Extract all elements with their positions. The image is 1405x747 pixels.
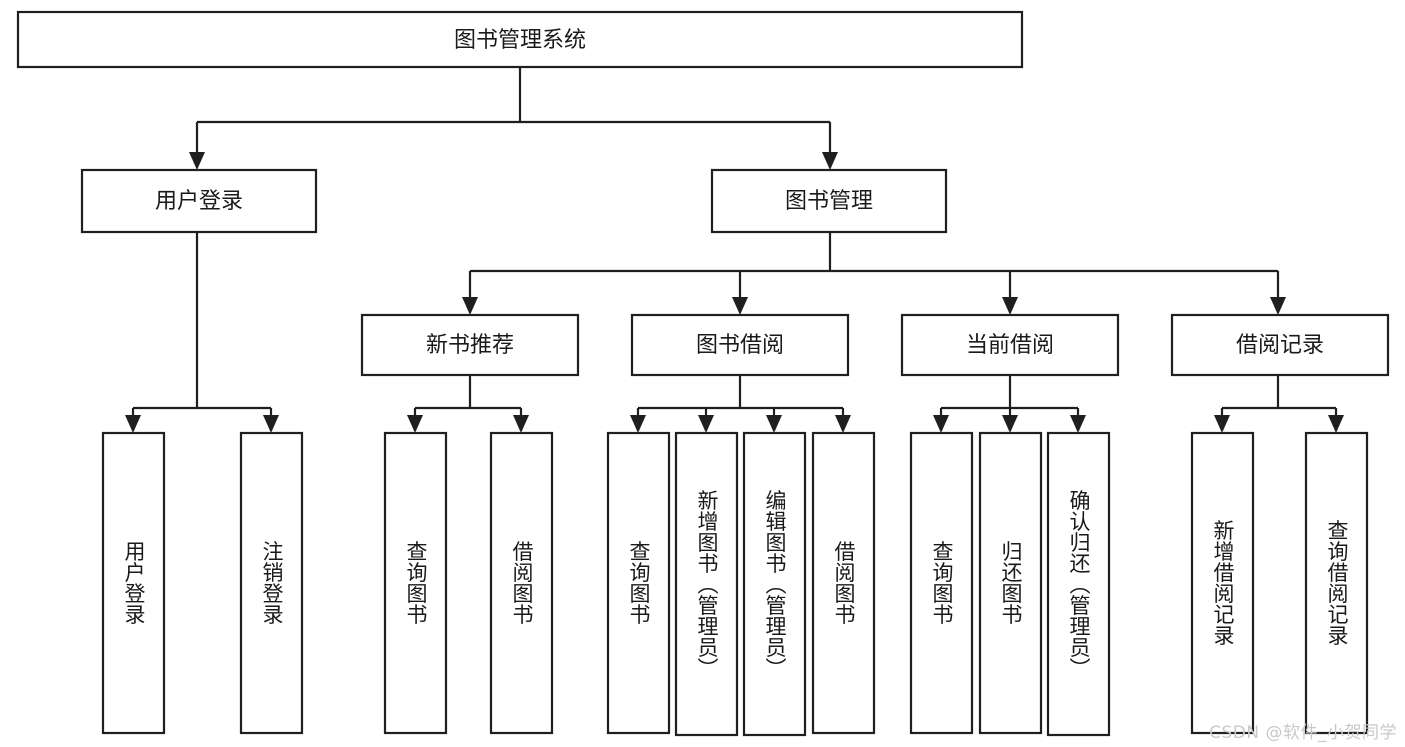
leaf-borrow-book-1[interactable]: 借阅图书: [489, 431, 554, 735]
node-book-borrow-label: 图书借阅: [696, 333, 784, 358]
leaf-add-book[interactable]: 新增图书（管理员）: [674, 431, 739, 737]
leaf-query-book-1-box[interactable]: [383, 431, 448, 735]
arrowhead-borrow-record: [1270, 297, 1286, 315]
node-new-book-recommend-box[interactable]: [360, 313, 580, 377]
arrowhead-leaf-add-record: [1214, 415, 1230, 433]
leaf-query-book-2-label: 查询图书: [627, 541, 651, 625]
node-current-borrow-label: 当前借阅: [966, 333, 1054, 358]
arrowhead-leaf-borrow-book-1: [513, 415, 529, 433]
arrowhead-current-borrow: [1002, 297, 1018, 315]
arrowhead-leaf-return-book: [1002, 415, 1018, 433]
leaf-user-login[interactable]: 用户登录: [101, 431, 166, 735]
leaf-add-record[interactable]: 新增借阅记录: [1190, 431, 1255, 735]
leaf-return-book[interactable]: 归还图书: [978, 431, 1043, 735]
arrowhead-leaf-logout: [263, 415, 279, 433]
leaf-query-book-1[interactable]: 查询图书: [383, 431, 448, 735]
leaf-query-book-2[interactable]: 查询图书: [606, 431, 671, 735]
leaf-logout[interactable]: 注销登录: [239, 431, 304, 735]
arrowhead-leaf-query-book-2: [630, 415, 646, 433]
node-book-management-label: 图书管理: [785, 189, 873, 214]
leaf-confirm-return-box[interactable]: [1046, 431, 1111, 737]
arrowhead-new-book: [462, 297, 478, 315]
leaf-logout-label: 注销登录: [260, 541, 284, 625]
arrowhead-leaf-query-book-3: [933, 415, 949, 433]
node-borrow-record-box[interactable]: [1170, 313, 1390, 377]
node-borrow-record[interactable]: 借阅记录: [1170, 313, 1390, 377]
connectors-book-borrow-to-leaves: [630, 375, 851, 433]
leaf-query-book-3-box[interactable]: [909, 431, 974, 735]
leaf-edit-book[interactable]: 编辑图书（管理员）: [742, 431, 807, 737]
node-root-system-box[interactable]: [16, 10, 1024, 69]
node-borrow-record-label: 借阅记录: [1236, 333, 1324, 358]
leaf-borrow-book-1-label: 借阅图书: [510, 541, 534, 625]
connectors-borrow-record-to-leaves: [1214, 375, 1344, 433]
node-user-login[interactable]: 用户登录: [80, 168, 318, 234]
leaf-query-record-box[interactable]: [1304, 431, 1369, 735]
leaf-query-record[interactable]: 查询借阅记录: [1304, 431, 1369, 735]
arrowhead-leaf-edit-book: [766, 415, 782, 433]
leaf-query-book-1-label: 查询图书: [404, 541, 428, 625]
arrowhead-user-login: [189, 152, 205, 170]
leaf-user-login-label: 用户登录: [122, 541, 146, 625]
leaf-borrow-book-2-label: 借阅图书: [832, 541, 856, 625]
leaf-add-record-box[interactable]: [1190, 431, 1255, 735]
leaf-add-record-label: 新增借阅记录: [1211, 520, 1235, 646]
connectors-book-management-to-level3: [462, 232, 1286, 315]
node-new-book-recommend[interactable]: 新书推荐: [360, 313, 580, 377]
node-current-borrow[interactable]: 当前借阅: [900, 313, 1120, 377]
arrowhead-leaf-query-book-1: [407, 415, 423, 433]
node-current-borrow-box[interactable]: [900, 313, 1120, 377]
arrowhead-leaf-confirm-return: [1070, 415, 1086, 433]
leaf-borrow-book-1-box[interactable]: [489, 431, 554, 735]
leaf-logout-box[interactable]: [239, 431, 304, 735]
arrowhead-leaf-add-book: [698, 415, 714, 433]
node-book-management-box[interactable]: [710, 168, 948, 234]
node-user-login-box[interactable]: [80, 168, 318, 234]
node-user-login-label: 用户登录: [155, 189, 243, 214]
leaf-query-book-3-label: 查询图书: [930, 541, 954, 625]
leaf-query-book-2-box[interactable]: [606, 431, 671, 735]
leaf-user-login-box[interactable]: [101, 431, 166, 735]
leaf-return-book-box[interactable]: [978, 431, 1043, 735]
leaf-return-book-label: 归还图书: [999, 541, 1023, 625]
connectors-new-book-to-leaves: [407, 375, 529, 433]
connectors-root-to-level2: [189, 67, 838, 170]
leaf-edit-book-label: 编辑图书（管理员）: [763, 490, 787, 679]
node-book-management[interactable]: 图书管理: [710, 168, 948, 234]
connectors-current-borrow-to-leaves: [933, 375, 1086, 433]
leaf-confirm-return[interactable]: 确认归还（管理员）: [1046, 431, 1111, 737]
leaf-edit-book-box[interactable]: [742, 431, 807, 737]
arrowhead-book-management: [822, 152, 838, 170]
node-root-system[interactable]: 图书管理系统: [16, 10, 1024, 69]
arrowhead-leaf-query-record: [1328, 415, 1344, 433]
arrowhead-leaf-borrow-book-2: [835, 415, 851, 433]
leaf-borrow-book-2[interactable]: 借阅图书: [811, 431, 876, 735]
connectors-user-login-to-leaves: [125, 232, 279, 433]
leaf-query-book-3[interactable]: 查询图书: [909, 431, 974, 735]
leaf-add-book-label: 新增图书（管理员）: [695, 490, 719, 679]
node-book-borrow[interactable]: 图书借阅: [630, 313, 850, 377]
node-root-system-label: 图书管理系统: [454, 28, 586, 53]
csdn-watermark: CSDN @软件_小贺同学: [1209, 723, 1397, 743]
node-new-book-recommend-label: 新书推荐: [426, 333, 514, 358]
arrowhead-book-borrow: [732, 297, 748, 315]
leaf-confirm-return-label: 确认归还（管理员）: [1067, 490, 1091, 679]
leaf-query-record-label: 查询借阅记录: [1325, 520, 1349, 646]
node-book-borrow-box[interactable]: [630, 313, 850, 377]
arrowhead-leaf-user-login: [125, 415, 141, 433]
leaf-add-book-box[interactable]: [674, 431, 739, 737]
leaf-borrow-book-2-box[interactable]: [811, 431, 876, 735]
